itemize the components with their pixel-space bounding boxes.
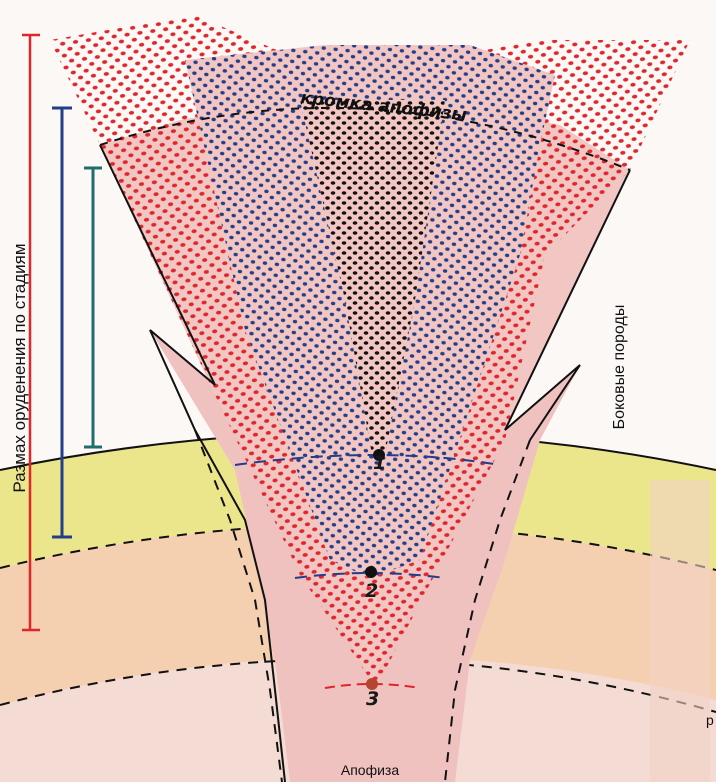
apophysis-label: Апофиза [300, 762, 440, 778]
side-rocks-label: Боковые породы [611, 297, 629, 437]
point-2 [365, 566, 377, 578]
y-axis-label: Размах оруденения по стадиям [10, 203, 30, 533]
right-side-stripe [650, 480, 710, 782]
range-bar-teal [84, 168, 102, 447]
point-3-label: 3 [366, 688, 379, 710]
point-2-label: 2 [365, 580, 378, 602]
point-1-label: 1 [373, 452, 386, 474]
cut-letter: р [706, 712, 714, 728]
